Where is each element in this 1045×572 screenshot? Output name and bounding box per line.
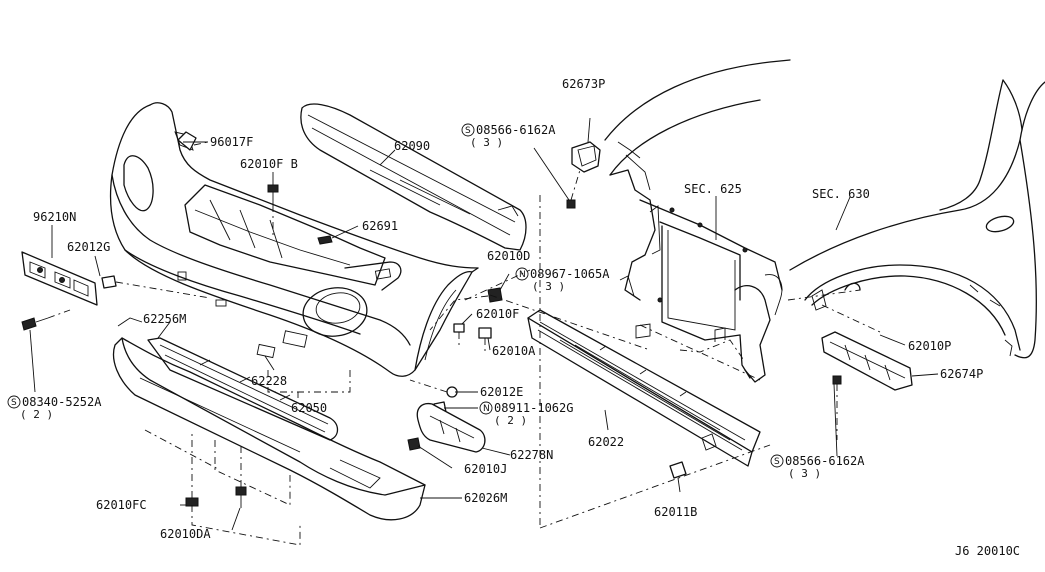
label-62010A: 62010A (492, 344, 536, 358)
clip-62010P (811, 289, 881, 333)
label-08340-qty: ( 2 ) (20, 408, 53, 421)
label-08340: 08340-5252A (22, 395, 102, 409)
fender-bracket-62674P (821, 331, 913, 391)
front-fender (789, 79, 1045, 359)
label-08566-top-qty: ( 3 ) (470, 136, 503, 149)
label-62673P: 62673P (562, 77, 605, 91)
label-62090: 62090 (394, 139, 430, 153)
label-62010FC: 62010FC (96, 498, 147, 512)
lower-reinforcement (147, 337, 339, 441)
clip-08566-bottom (832, 375, 842, 440)
clip-62010FC (185, 430, 199, 507)
label-62278N: 62278N (510, 448, 553, 462)
clip-62010DA (235, 445, 247, 508)
label-62010P: 62010P (908, 339, 951, 353)
screw-symbol-08340-letter: S (11, 398, 17, 408)
bracket-62010D (429, 287, 503, 331)
sensor-62673P (566, 117, 601, 209)
label-96017F: 96017F (210, 135, 253, 149)
label-08967: 08967-1065A (530, 267, 610, 281)
label-sec625: SEC. 625 (684, 182, 742, 196)
label-08911: 08911-1062G (494, 401, 573, 415)
label-62010J: 62010J (464, 462, 507, 476)
clip-62010F (453, 323, 465, 345)
nut-symbol-08911 (479, 401, 493, 415)
screw-symbol-08340 (7, 395, 21, 409)
label-08967-qty: ( 3 ) (532, 280, 565, 293)
label-08911-qty: ( 2 ) (494, 414, 527, 427)
label-62010FB: 62010F B (240, 157, 298, 171)
grille-retainer-96017F (177, 131, 209, 151)
label-62228: 62228 (251, 374, 287, 388)
upper-absorber-bracket (300, 103, 527, 251)
label-08566-bottom-qty: ( 3 ) (788, 467, 821, 480)
license-plate-bracket (21, 251, 98, 306)
bumper-reinforcement-62022 (527, 309, 761, 467)
screw-symbol-bottom (770, 454, 784, 468)
label-62011B: 62011B (654, 505, 697, 519)
clip-62010FB (267, 184, 279, 235)
screw-62012G (101, 275, 211, 299)
front-bumper-fascia (109, 102, 479, 377)
clip-62691 (317, 225, 359, 245)
label-62022: 62022 (588, 435, 624, 449)
nut-symbol-08967-letter: N (519, 270, 526, 280)
lower-spoiler (112, 317, 426, 521)
nut-symbol-08967 (515, 267, 529, 281)
diagram-code: J6 20010C (955, 544, 1020, 558)
label-sec630: SEC. 630 (812, 187, 870, 201)
radiator-core-support (604, 59, 791, 383)
label-62050: 62050 (291, 401, 327, 415)
screw-symbol-bottom-letter: S (774, 457, 780, 467)
nut-symbol-08911-letter: N (483, 404, 490, 414)
label-96210N: 96210N (33, 210, 76, 224)
clip-62010J (407, 437, 421, 451)
label-62026M: 62026M (464, 491, 507, 505)
nut-62011B (669, 461, 687, 493)
label-62010DA: 62010DA (160, 527, 211, 541)
label-62256M: 62256M (143, 312, 186, 326)
side-bracket-62278N (416, 402, 486, 453)
label-08566-top: 08566-6162A (476, 123, 556, 137)
leader-lines (51, 141, 939, 531)
label-62012G: 62012G (67, 240, 110, 254)
clip-62010A (478, 327, 492, 352)
part-labels: 96017F 62010F B 62090 62673P S 08566-616… (7, 77, 1020, 558)
label-62010F: 62010F (476, 307, 519, 321)
screw-symbol-top-letter: S (465, 126, 471, 136)
screw-62012E (409, 379, 458, 398)
label-62674P: 62674P (940, 367, 983, 381)
screw-08340 (21, 309, 71, 393)
label-62010D: 62010D (487, 249, 530, 263)
label-62012E: 62012E (480, 385, 523, 399)
label-08566-bottom: 08566-6162A (785, 454, 865, 468)
label-62691: 62691 (362, 219, 398, 233)
screw-symbol-top (461, 123, 475, 137)
